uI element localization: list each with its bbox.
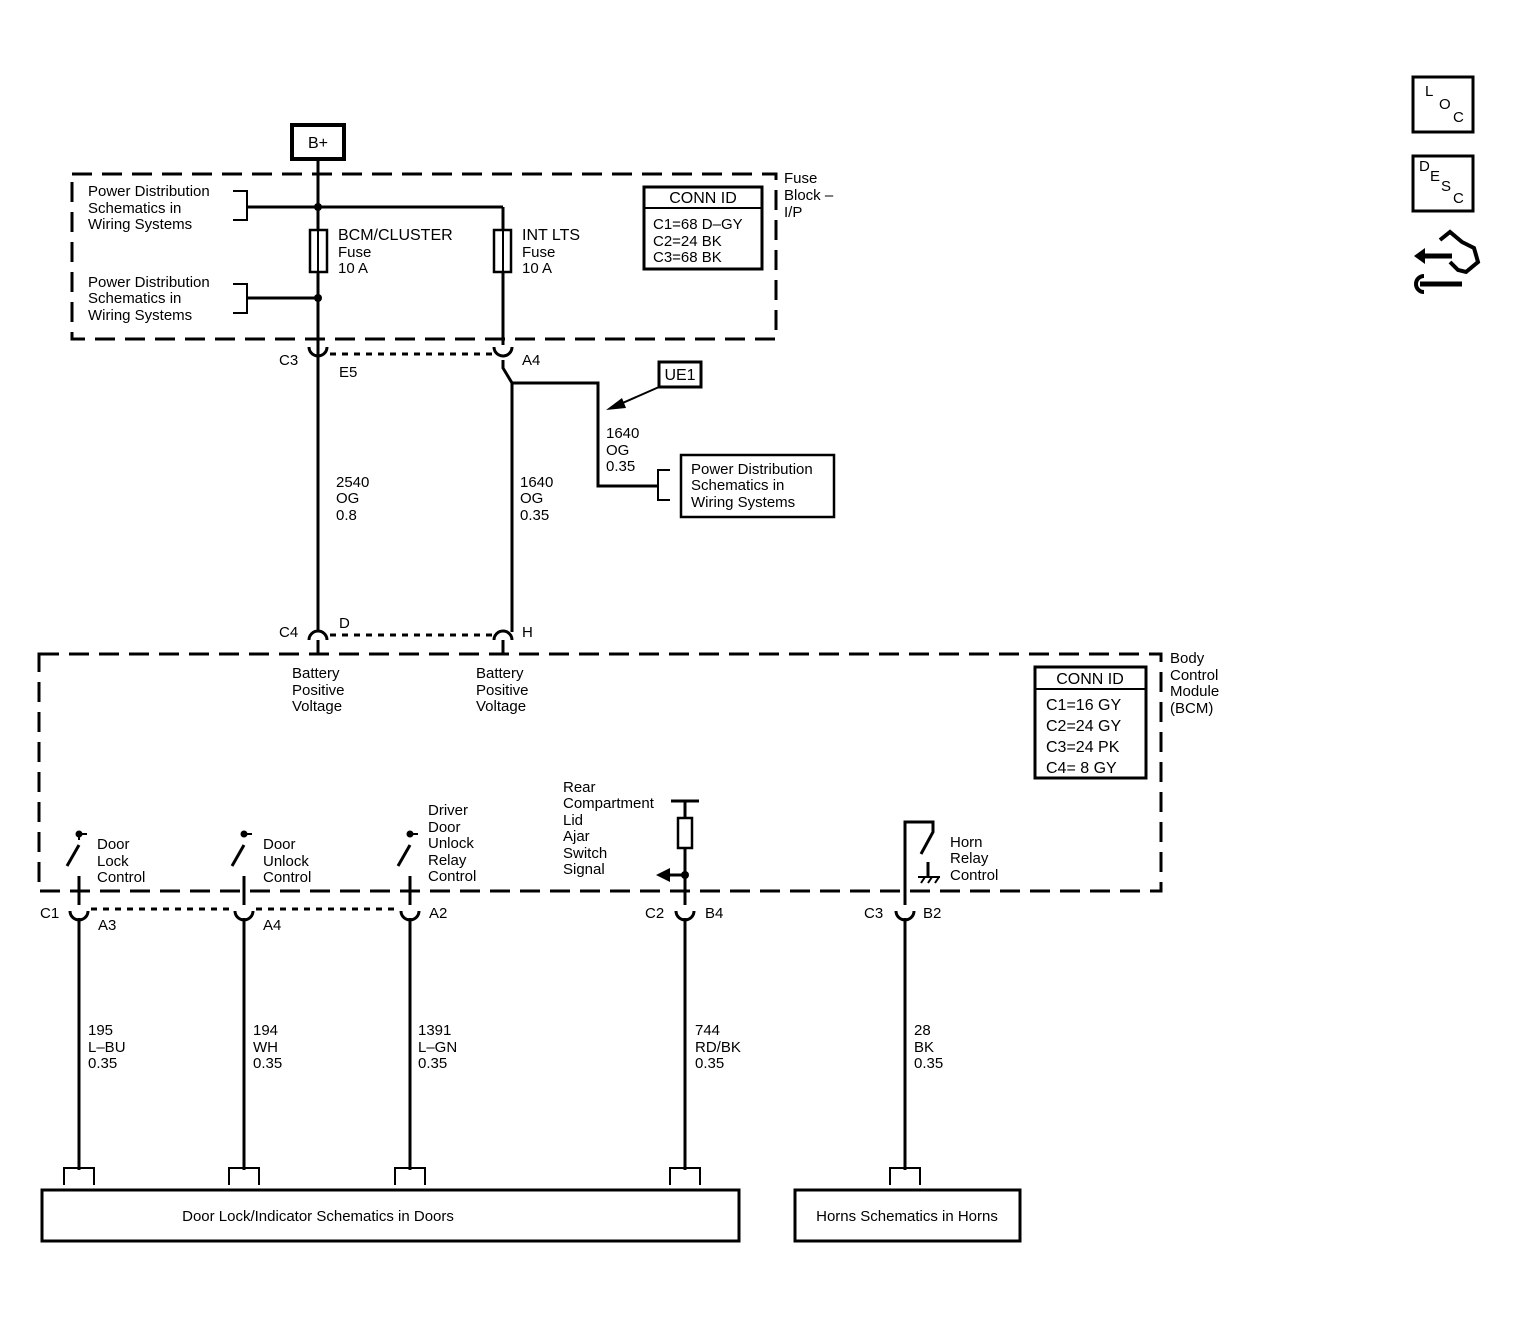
svg-text:C: C bbox=[1453, 190, 1464, 207]
wire-194-label: 194 WH 0.35 bbox=[253, 1022, 282, 1072]
conn-a4-top-label: A4 bbox=[522, 352, 540, 369]
wire-1640-branch-label: 1640 OG 0.35 bbox=[606, 425, 644, 475]
svg-text:Horns Schematics in Horns: Horns Schematics in Horns bbox=[816, 1208, 998, 1225]
svg-text:Power Distribution Schem: Power Distribution Schematics in Wiring … bbox=[691, 461, 817, 511]
wire-744-label: 744 RD/BK 0.35 bbox=[695, 1022, 745, 1072]
svg-text:C: C bbox=[1453, 109, 1464, 126]
bcm-outline bbox=[37, 652, 1163, 893]
rear-lid-resistor-icon bbox=[656, 799, 699, 905]
svg-text:C2=24 GY: C2=24 GY bbox=[1046, 718, 1121, 735]
door-lock-schematics-ref[interactable]: Door Lock/Indicator Schematics in Doors bbox=[40, 1188, 741, 1243]
power-dist-ref-3[interactable]: Power Distribution Schematics in Wiring … bbox=[679, 453, 836, 519]
wire-28-label: 28 BK 0.35 bbox=[914, 1022, 943, 1072]
horn-relay-control-label: Horn Relay Control bbox=[950, 834, 998, 884]
door-unlock-switch-icon bbox=[230, 830, 252, 905]
terminal-stubs bbox=[63, 1167, 921, 1185]
svg-text:L: L bbox=[1425, 83, 1433, 100]
wire-1640-label: 1640 OG 0.35 bbox=[520, 474, 558, 524]
svg-text:O: O bbox=[1439, 96, 1451, 113]
svg-text:C3=24 PK: C3=24 PK bbox=[1046, 739, 1120, 756]
svg-text:C3=68 BK: C3=68 BK bbox=[653, 249, 722, 266]
power-dist-ref-2[interactable]: Power Distribution Schematics in Wiring … bbox=[88, 274, 214, 324]
svg-text:CONN ID: CONN ID bbox=[669, 190, 737, 207]
svg-text:C1=68 D–GY: C1=68 D–GY bbox=[653, 216, 743, 233]
connector-a4-top bbox=[492, 346, 514, 358]
fuse-block-conn-id: CONN ID C1=68 D–GY C2=24 BK C3=68 BK bbox=[642, 185, 764, 271]
bcm-name: Body Control Module (BCM) bbox=[1170, 650, 1223, 717]
fuse-block-name: Fuse Block – I/P bbox=[784, 170, 837, 221]
b-plus-label: B+ bbox=[308, 135, 328, 152]
bcm-battery-voltage-2: Battery Positive Voltage bbox=[476, 665, 533, 715]
svg-text:E: E bbox=[1430, 168, 1440, 185]
conn-b4-label: B4 bbox=[705, 905, 723, 922]
driver-unlock-switch-icon bbox=[396, 830, 418, 905]
rear-lid-signal-label: Rear Compartment Lid Ajar Switch Signal bbox=[563, 779, 658, 878]
ue1-arrow-icon bbox=[606, 398, 626, 410]
svg-text:Door Lock/Indicator Schematics: Door Lock/Indicator Schematics in Doors bbox=[182, 1208, 454, 1225]
diagnostic-tool-icon[interactable] bbox=[1414, 229, 1481, 294]
wire-195-label: 195 L–BU 0.35 bbox=[88, 1022, 130, 1072]
svg-text:S: S bbox=[1441, 178, 1451, 195]
conn-h-label: H bbox=[522, 624, 533, 641]
driver-unlock-control-label: Driver Door Unlock Relay Control bbox=[428, 802, 478, 885]
svg-text:C2=24 BK: C2=24 BK bbox=[653, 233, 722, 250]
conn-d-label: D bbox=[339, 615, 350, 632]
door-unlock-control-label: Door Unlock Control bbox=[263, 836, 313, 886]
b-plus-box: B+ bbox=[290, 123, 346, 161]
wire-2540-label: 2540 OG 0.8 bbox=[336, 474, 374, 524]
power-dist-bracket-2 bbox=[233, 283, 248, 314]
svg-text:C1=16 GY: C1=16 GY bbox=[1046, 697, 1121, 714]
horns-schematics-ref[interactable]: Horns Schematics in Horns bbox=[793, 1188, 1022, 1243]
svg-text:UE1: UE1 bbox=[664, 367, 695, 384]
conn-c2-label: C2 bbox=[645, 905, 664, 922]
conn-c3-label: C3 bbox=[279, 352, 298, 369]
svg-text:C4= 8 GY: C4= 8 GY bbox=[1046, 760, 1117, 777]
power-dist-ref-1[interactable]: Power Distribution Schematics in Wiring … bbox=[88, 183, 214, 233]
bcm-battery-voltage-1: Battery Positive Voltage bbox=[292, 665, 349, 715]
connector-c3-e5 bbox=[307, 345, 329, 360]
int-lts-fuse bbox=[492, 228, 513, 274]
svg-text:D: D bbox=[1419, 158, 1430, 175]
door-lock-switch-icon bbox=[65, 830, 87, 905]
power-dist-bracket-3 bbox=[657, 469, 670, 501]
bcm-cluster-fuse bbox=[308, 228, 329, 274]
loc-icon[interactable]: L O C bbox=[1411, 75, 1475, 134]
conn-a4-bottom-label: A4 bbox=[263, 917, 281, 934]
bcm-conn-id: CONN ID C1=16 GY C2=24 GY C3=24 PK C4= 8… bbox=[1033, 665, 1148, 780]
conn-c4-label: C4 bbox=[279, 624, 298, 641]
conn-c1-label: C1 bbox=[40, 905, 59, 922]
horn-relay-switch-icon bbox=[903, 820, 940, 905]
conn-b2-label: B2 bbox=[923, 905, 941, 922]
conn-e5-label: E5 bbox=[339, 364, 357, 381]
connector-c4-d bbox=[307, 629, 329, 654]
desc-icon[interactable]: D E S C bbox=[1411, 154, 1475, 213]
ue1-option-box[interactable]: UE1 bbox=[657, 360, 703, 389]
wire-1391-label: 1391 L–GN 0.35 bbox=[418, 1022, 461, 1072]
svg-text:CONN ID: CONN ID bbox=[1056, 671, 1124, 688]
conn-a2-label: A2 bbox=[429, 905, 447, 922]
conn-a3-label: A3 bbox=[98, 917, 116, 934]
int-lts-fuse-label: INT LTS Fuse 10 A bbox=[522, 227, 584, 277]
fuse-block-outline bbox=[70, 172, 778, 341]
connector-c4-h bbox=[492, 629, 514, 654]
bcm-cluster-fuse-label: BCM/CLUSTER Fuse 10 A bbox=[338, 227, 457, 277]
power-dist-bracket-1 bbox=[233, 190, 248, 221]
door-lock-control-label: Door Lock Control bbox=[97, 836, 145, 886]
conn-c3-bottom-label: C3 bbox=[864, 905, 883, 922]
